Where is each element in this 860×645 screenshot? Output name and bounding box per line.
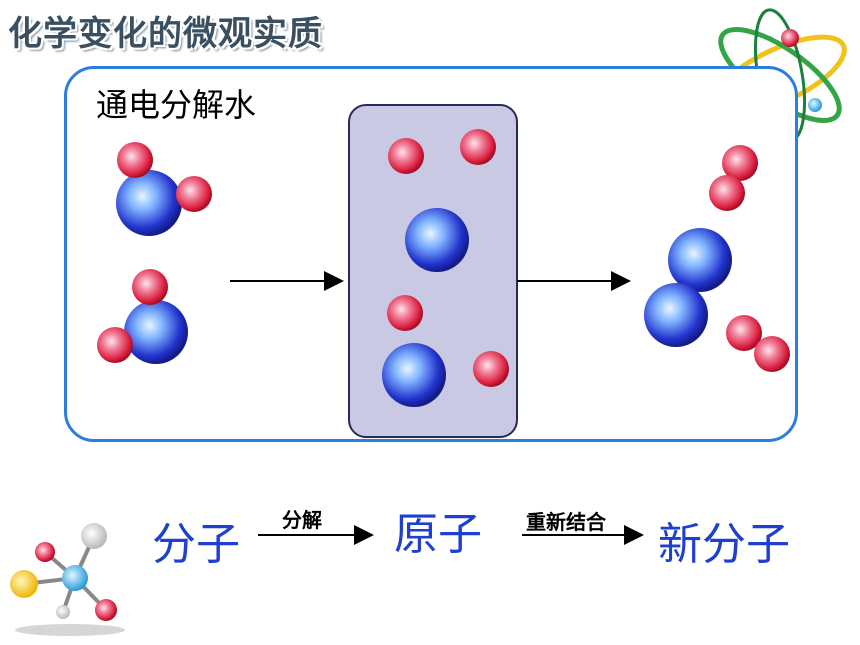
arrow-label-recombine: 重新结合 bbox=[526, 510, 606, 534]
oxygen-molecule bbox=[644, 228, 732, 347]
panel-label: 通电分解水 bbox=[96, 86, 257, 124]
hydrogen-molecule-bottom bbox=[726, 315, 790, 372]
term-atom: 原子 bbox=[394, 509, 482, 560]
water-molecule-1 bbox=[116, 142, 212, 236]
term-molecule: 分子 bbox=[152, 519, 240, 570]
term-new-molecule: 新分子 bbox=[658, 519, 790, 570]
separated-atoms bbox=[382, 129, 509, 407]
hydrogen-molecule-top bbox=[709, 145, 758, 211]
slide-title: 化学变化的微观实质 bbox=[8, 14, 323, 54]
arrow-label-decompose: 分解 bbox=[282, 508, 322, 532]
molecule-model-icon bbox=[10, 523, 125, 636]
water-molecule-2 bbox=[97, 269, 188, 364]
